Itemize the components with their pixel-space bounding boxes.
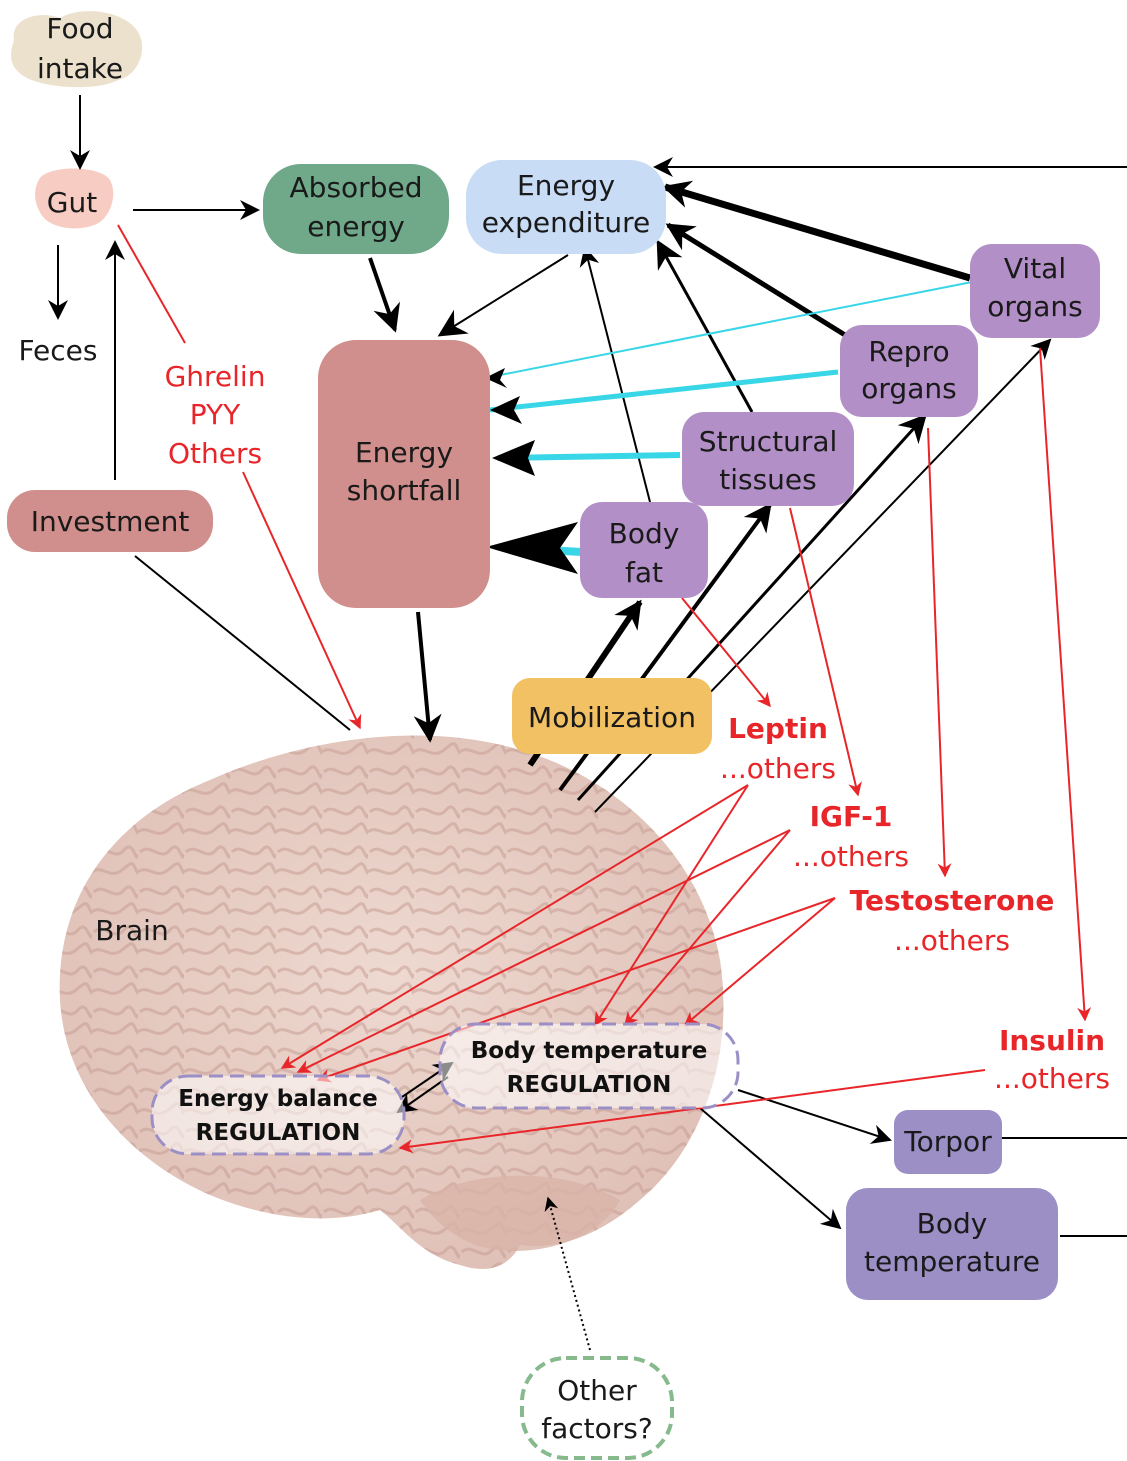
svg-text:expenditure: expenditure xyxy=(482,206,650,239)
node-other-factors: Other factors? xyxy=(522,1358,672,1458)
body-temperature-regulation-line2: REGULATION xyxy=(507,1072,672,1098)
body-fat-line2: fat xyxy=(625,556,663,589)
node-repro-organs: Repro organs xyxy=(840,325,978,417)
gut-label: Gut xyxy=(47,186,97,219)
pyy-label: PYY xyxy=(190,398,241,431)
food-intake-line2: intake xyxy=(37,52,123,85)
other-factors-line2: factors? xyxy=(541,1412,652,1445)
node-energy-balance-regulation: Energy balance REGULATION xyxy=(152,1076,404,1154)
body-temperature-line1: Body xyxy=(917,1207,988,1240)
absorbed-energy-line2: energy xyxy=(307,210,405,243)
svg-text:Body: Body xyxy=(917,1207,988,1240)
body-fat-line1: Body xyxy=(609,517,680,550)
node-energy-shortfall: Energy shortfall xyxy=(318,340,490,608)
node-body-temperature: Body temperature xyxy=(846,1188,1058,1300)
svg-text:tissues: tissues xyxy=(719,463,817,496)
body-temperature-line2: temperature xyxy=(864,1245,1040,1278)
svg-text:Body: Body xyxy=(609,517,680,550)
leptin-others-label: ...others xyxy=(720,752,836,785)
svg-text:shortfall: shortfall xyxy=(347,474,462,507)
node-torpor: Torpor xyxy=(894,1110,1002,1174)
structural-tissues-line1: Structural xyxy=(699,425,838,458)
svg-text:temperature: temperature xyxy=(864,1245,1040,1278)
ghrelin-label: Ghrelin xyxy=(165,360,266,393)
absorbed-energy-line1: Absorbed xyxy=(290,171,423,204)
energy-shortfall-line1: Energy xyxy=(355,436,453,469)
insulin-others-label: ...others xyxy=(994,1062,1110,1095)
repro-organs-line1: Repro xyxy=(868,335,949,368)
svg-text:REGULATION: REGULATION xyxy=(196,1120,361,1146)
node-absorbed-energy: Absorbed energy xyxy=(263,164,449,254)
mobilization-label: Mobilization xyxy=(528,701,696,734)
arrow-repro-to-expenditure xyxy=(668,225,845,335)
igf1-others-label: ...others xyxy=(793,840,909,873)
node-energy-expenditure: Energy expenditure xyxy=(466,160,666,254)
investment-label: Investment xyxy=(31,505,190,538)
brain-label: Brain xyxy=(95,914,168,947)
svg-text:REGULATION: REGULATION xyxy=(507,1072,672,1098)
svg-text:Repro: Repro xyxy=(868,335,949,368)
igf1-label: IGF-1 xyxy=(810,800,893,833)
arrow-expenditure-to-shortfall xyxy=(440,255,568,335)
svg-text:energy: energy xyxy=(307,210,405,243)
node-structural-tissues: Structural tissues xyxy=(682,412,854,506)
svg-text:Body temperature: Body temperature xyxy=(471,1038,708,1064)
arrow-vital-to-expenditure xyxy=(665,187,970,278)
line-gut-to-ghrelin xyxy=(118,225,185,343)
svg-text:organs: organs xyxy=(987,290,1082,323)
energy-shortfall-line2: shortfall xyxy=(347,474,462,507)
body-temperature-regulation-line1: Body temperature xyxy=(471,1038,708,1064)
food-intake-line1: Food xyxy=(46,12,113,45)
other-factors-line1: Other xyxy=(557,1374,637,1407)
arrow-absorbed-to-shortfall xyxy=(370,258,395,330)
svg-text:Other: Other xyxy=(557,1374,637,1407)
arrow-bt-to-torpor xyxy=(738,1090,890,1140)
vital-organs-line1: Vital xyxy=(1004,252,1066,285)
svg-text:Absorbed: Absorbed xyxy=(290,171,423,204)
insulin-label: Insulin xyxy=(999,1024,1105,1057)
cyan-arrowheads xyxy=(485,368,578,574)
energy-expenditure-line1: Energy xyxy=(517,169,615,202)
torpor-label: Torpor xyxy=(903,1125,992,1158)
node-investment: Investment xyxy=(7,490,213,552)
testosterone-others-label: ...others xyxy=(894,924,1010,957)
arrow-fat-to-expenditure xyxy=(585,248,650,502)
svg-text:Energy balance: Energy balance xyxy=(178,1086,378,1112)
repro-organs-line2: organs xyxy=(861,372,956,405)
arrow-shortfall-to-brain xyxy=(418,612,430,740)
energy-balance-line1: Energy balance xyxy=(178,1086,378,1112)
arrow-investment-to-brain xyxy=(135,556,350,730)
arrow-bt-to-bodytemp xyxy=(700,1108,840,1228)
node-mobilization: Mobilization xyxy=(512,678,712,754)
energy-balance-line2: REGULATION xyxy=(196,1120,361,1146)
svg-text:Energy: Energy xyxy=(355,436,453,469)
svg-text:Energy: Energy xyxy=(517,169,615,202)
node-vital-organs: Vital organs xyxy=(970,244,1100,338)
svg-text:fat: fat xyxy=(625,556,663,589)
testosterone-label: Testosterone xyxy=(850,884,1055,917)
node-body-temperature-regulation: Body temperature REGULATION xyxy=(440,1024,738,1108)
svg-text:factors?: factors? xyxy=(541,1412,652,1445)
leptin-label: Leptin xyxy=(728,712,828,745)
structural-tissues-line2: tissues xyxy=(719,463,817,496)
energy-expenditure-line2: expenditure xyxy=(482,206,650,239)
line-repro-to-testosterone xyxy=(928,428,945,876)
line-vital-to-insulin xyxy=(1040,348,1085,1020)
node-body-fat: Body fat xyxy=(580,502,708,598)
arrow-repro-to-shortfall xyxy=(490,372,838,410)
vital-organs-line2: organs xyxy=(987,290,1082,323)
gut-others-label: Others xyxy=(168,437,262,470)
svg-text:Vital: Vital xyxy=(1004,252,1066,285)
svg-text:organs: organs xyxy=(861,372,956,405)
feces-label: Feces xyxy=(18,334,97,367)
svg-text:Structural: Structural xyxy=(699,425,838,458)
